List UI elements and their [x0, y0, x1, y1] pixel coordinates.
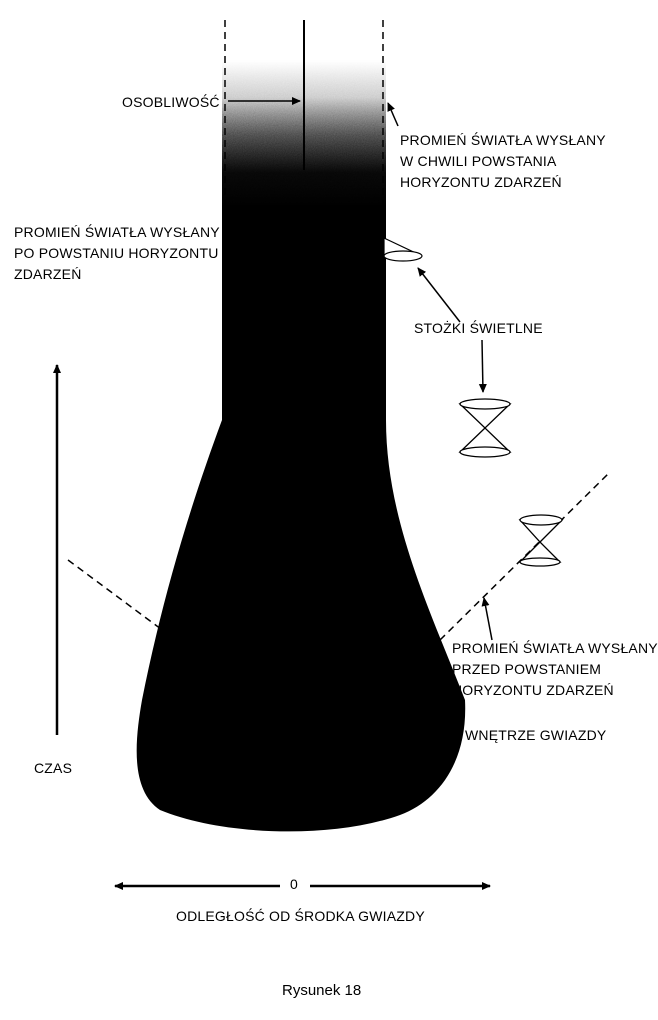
- ray-before-left: [67, 559, 166, 633]
- label-line: PRZED POWSTANIEM: [452, 661, 602, 677]
- ray-before-right: [439, 471, 611, 641]
- label-line: PROMIEŃ ŚWIATŁA WYSŁANY: [400, 132, 606, 148]
- label-line: W CHWILI POWSTANIA: [400, 153, 557, 169]
- label-time-axis: CZAS: [34, 760, 73, 776]
- label-line: PROMIEŃ ŚWIATŁA WYSŁANY: [452, 640, 658, 656]
- label-origin: 0: [290, 876, 298, 892]
- figure-caption: Rysunek 18: [282, 982, 362, 999]
- label-line: HORYZONTU ZDARZEŃ: [452, 682, 614, 698]
- label-distance-axis: ODLEGŁOŚĆ OD ŚRODKA GWIAZDY: [176, 908, 425, 924]
- light-cone-lower: [518, 514, 564, 567]
- label-ray-at-horizon: PROMIEŃ ŚWIATŁA WYSŁANY W CHWILI POWSTAN…: [400, 130, 606, 193]
- label-singularity: OSOBLIWOŚĆ: [122, 94, 220, 110]
- light-cone-horizon: [383, 237, 423, 262]
- label-line: ZDARZEŃ: [14, 266, 82, 282]
- label-ray-before-horizon: PROMIEŃ ŚWIATŁA WYSŁANY PRZED POWSTANIEM…: [452, 638, 658, 701]
- light-cone-middle: [458, 398, 512, 458]
- label-line: PO POWSTANIU HORYZONTU: [14, 245, 219, 261]
- label-light-cones: STOŻKI ŚWIETLNE: [414, 320, 543, 336]
- label-line: PROMIEŃ ŚWIATŁA WYSŁANY: [14, 224, 220, 240]
- label-star-interior: WNĘTRZE GWIAZDY: [465, 727, 607, 743]
- label-ray-after-horizon: PROMIEŃ ŚWIATŁA WYSŁANY PO POWSTANIU HOR…: [14, 222, 220, 285]
- label-line: HORYZONTU ZDARZEŃ: [400, 174, 562, 190]
- pointer-arrows: [228, 97, 493, 641]
